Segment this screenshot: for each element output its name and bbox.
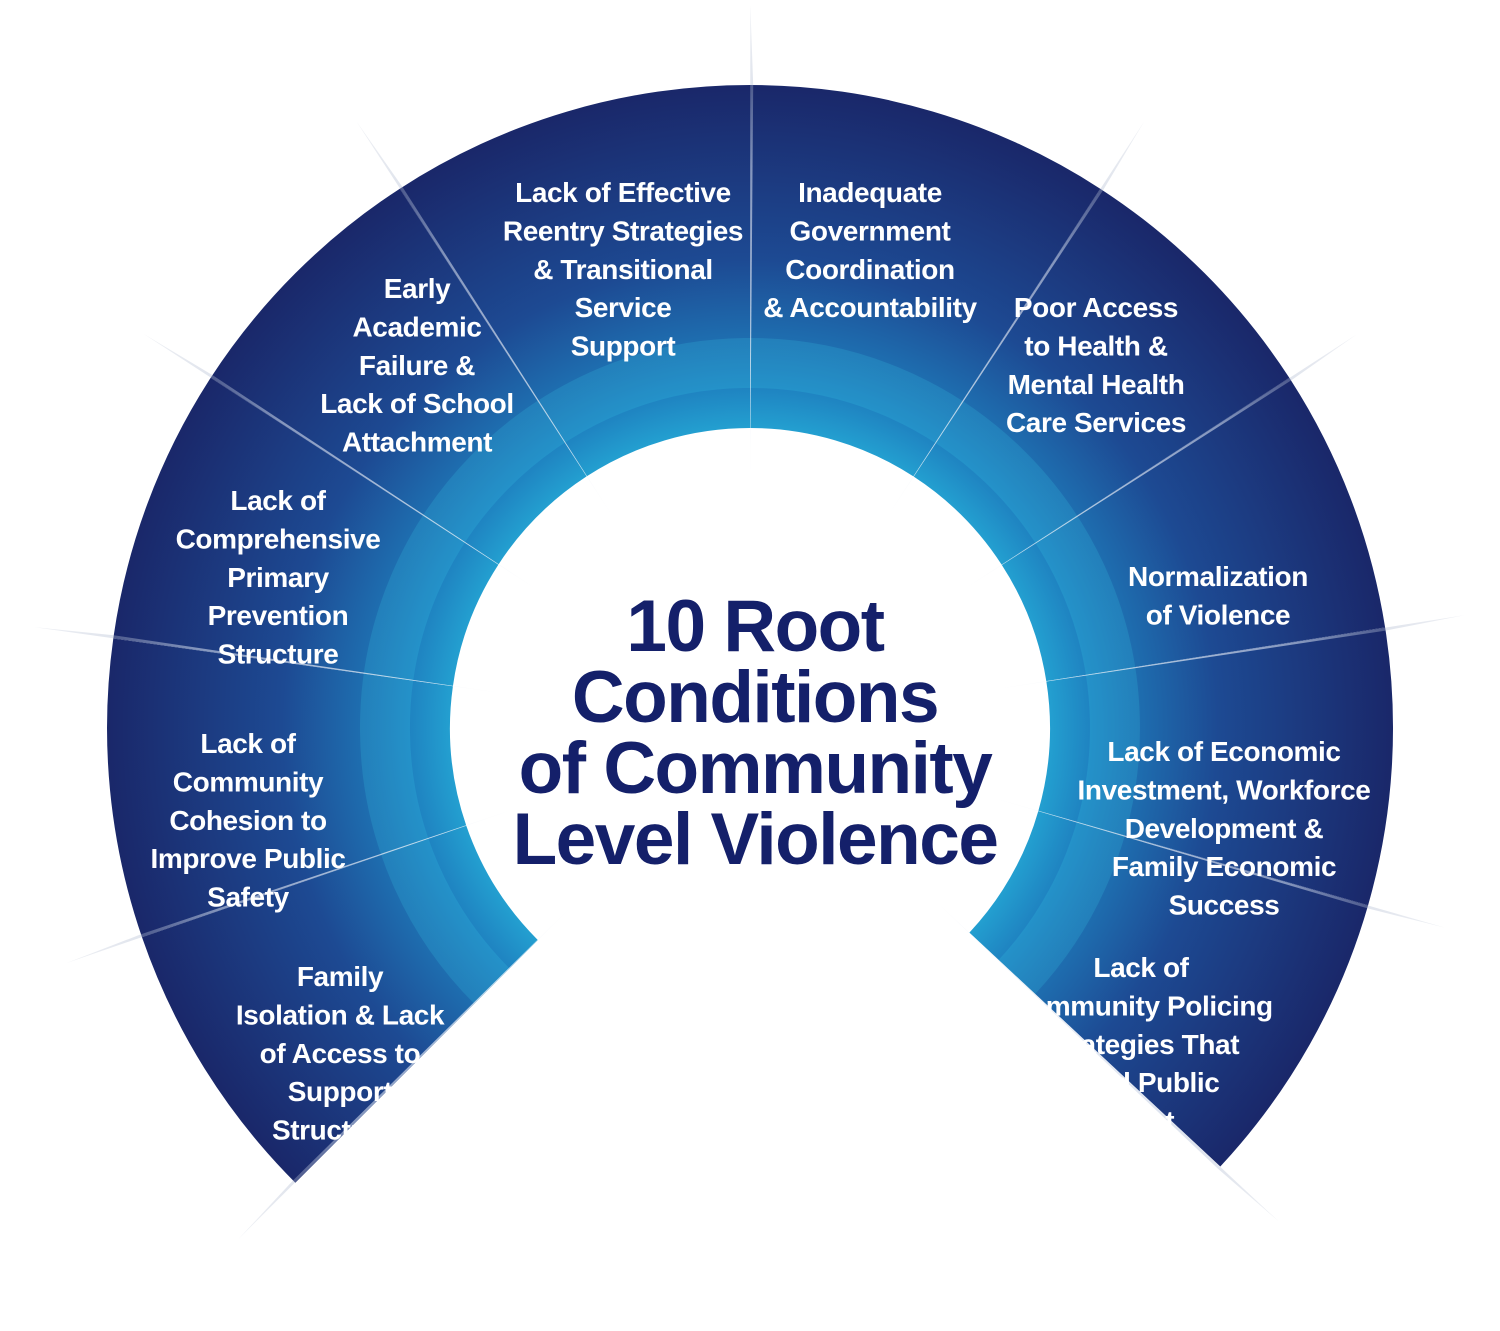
segment-wedge-8: [1001, 377, 1386, 682]
segment-label-line: Cohesion to: [169, 805, 327, 836]
segment-label-line: Development &: [1125, 813, 1324, 844]
segment-label-line: Safety: [207, 882, 289, 913]
segment-label-line: Structure: [218, 639, 339, 670]
segment-label-line: Build Public: [1063, 1067, 1220, 1098]
segments-layer: [107, 84, 1394, 1183]
segment-wedge-1: [142, 825, 538, 1183]
segment-label-line: Mental Health: [1008, 369, 1185, 400]
center-title-line: Conditions: [572, 657, 938, 738]
segment-label-line: Coordination: [785, 254, 954, 285]
segment-label-line: Success: [1169, 890, 1280, 921]
segment-wedge-6: [750, 85, 1101, 477]
separator-ray-9: [987, 615, 1465, 691]
segment-wedge-9: [1038, 627, 1394, 906]
inner-ring-glow: [359, 338, 1140, 1004]
segment-label-line: Failure &: [359, 350, 475, 381]
segment-label-line: Investment, Workforce: [1078, 774, 1371, 805]
segment-wedge-7: [913, 188, 1290, 565]
center-title-line: Level Violence: [513, 799, 998, 880]
segment-label-line: Poor Access: [1014, 292, 1178, 323]
segment-label-line: Isolation & Lack: [236, 999, 445, 1030]
segment-label-line: Government: [790, 215, 951, 246]
segment-label-line: Early: [384, 273, 451, 304]
segment-label-line: of Access to: [260, 1038, 421, 1069]
segment-label-line: Lack of Effective: [515, 177, 731, 208]
segment-label-line: Inadequate: [798, 177, 942, 208]
segment-label-line: Family Economic: [1112, 851, 1336, 882]
separator-ray-7: [880, 121, 1144, 527]
segment-label-line: Academic: [352, 311, 481, 342]
segment-label-line: Prevention: [208, 600, 349, 631]
segment-wedge-4: [210, 188, 587, 565]
segment-label-line: & Accountability: [763, 292, 977, 323]
segment-label-line: & Transitional: [533, 254, 713, 285]
separator-rays: [34, 5, 1465, 1239]
segment-label-8: Normalization of Violence: [1128, 561, 1308, 630]
segment-label-line: Service: [575, 292, 672, 323]
segment-label-line: Lack of Economic: [1107, 736, 1340, 767]
separator-ray-11: [925, 891, 1279, 1222]
segment-label-line: Community: [173, 766, 324, 797]
segment-wedge-5: [399, 84, 750, 477]
segment-label-line: Support: [571, 331, 676, 362]
segment-label-line: Lack of: [1093, 952, 1189, 983]
separator-ray-10: [980, 794, 1445, 928]
segment-label-line: Attachment: [342, 427, 492, 458]
segment-label-line: to Health &: [1024, 330, 1168, 361]
separator-ray-4: [143, 334, 549, 598]
center-title-line: 10 Root: [626, 586, 884, 667]
segment-wedge-10: [969, 810, 1369, 1167]
segment-label-line: Family: [297, 961, 384, 992]
segment-wedge-2: [107, 638, 467, 938]
segment-label-line: Support: [288, 1076, 393, 1107]
segment-label-line: Structures: [272, 1115, 408, 1146]
segment-label-line: Comprehensive: [176, 523, 381, 554]
separator-ray-3: [34, 627, 513, 695]
segment-label-line: Community Policing: [1009, 990, 1272, 1021]
center-title-line: of Community: [519, 728, 994, 809]
segment-label-line: Lack of: [230, 485, 326, 516]
segment-label-line: Trust: [1108, 1106, 1175, 1137]
segment-label-line: Primary: [227, 562, 329, 593]
segment-label-line: Lack of School: [320, 388, 514, 419]
segment-wedge-3: [113, 377, 499, 687]
separator-ray-1: [238, 897, 581, 1239]
separator-ray-2: [66, 806, 524, 964]
segment-label-line: Care Services: [1006, 407, 1186, 438]
segment-label-line: Improve Public: [150, 843, 345, 874]
separator-ray-6: [750, 5, 754, 488]
segment-label-line: Normalization: [1128, 561, 1308, 592]
separator-ray-8: [951, 334, 1357, 598]
segment-label-line: of Violence: [1146, 599, 1290, 630]
segment-label-line: Strategies That: [1043, 1029, 1239, 1060]
segment-label-line: Lack of: [200, 728, 296, 759]
segment-label-line: Reentry Strategies: [503, 215, 743, 246]
separator-ray-5: [356, 121, 620, 527]
